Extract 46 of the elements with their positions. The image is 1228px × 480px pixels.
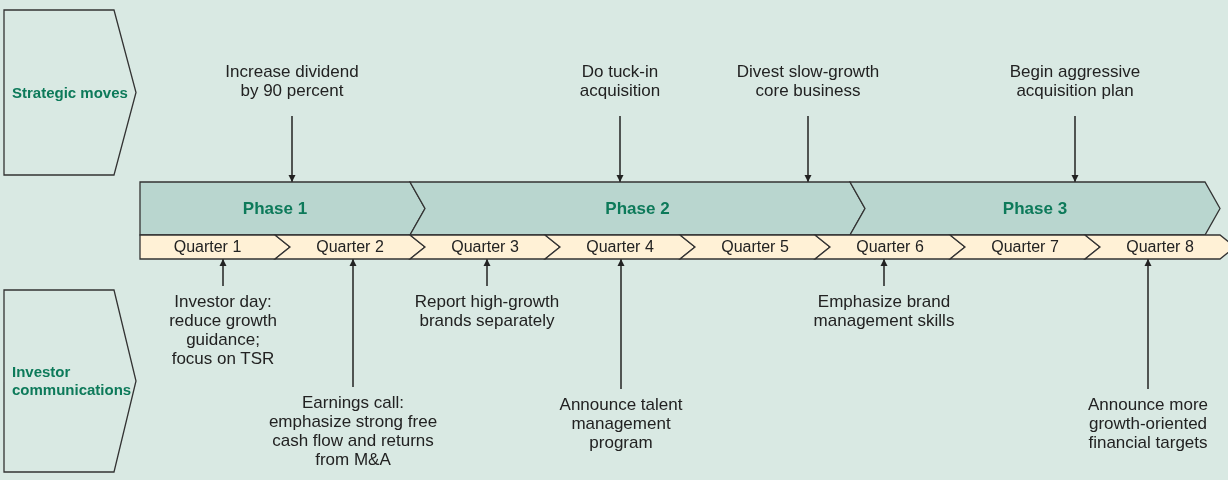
quarter-segment xyxy=(1085,235,1228,259)
quarter-segment xyxy=(140,235,290,259)
quarter-label: Quarter 5 xyxy=(721,238,789,256)
phase-label: Phase 2 xyxy=(605,198,670,219)
quarter-label: Quarter 7 xyxy=(991,238,1059,256)
section-heading: Investor communications xyxy=(12,363,133,399)
section-panel xyxy=(4,290,136,472)
phase-band xyxy=(410,182,865,235)
phase-label: Phase 1 xyxy=(242,198,308,219)
arrow xyxy=(1071,115,1079,183)
arrow xyxy=(616,115,624,183)
section-heading: Strategic moves xyxy=(12,83,128,102)
annotation-text: Do tuck-in acquisition xyxy=(560,62,680,100)
annotation-text: Earnings call: emphasize strong free cash flow and returns from M&A xyxy=(264,393,442,469)
arrow xyxy=(219,258,227,287)
quarter-label: Quarter 6 xyxy=(856,238,924,256)
arrow xyxy=(1144,258,1152,390)
quarter-segment xyxy=(275,235,425,259)
annotation-text: Investor day: reduce growth guidance; focus on TSR xyxy=(165,292,281,368)
annotation-text: Divest slow-growth core business xyxy=(722,62,894,100)
phase-label: Phase 3 xyxy=(1002,198,1068,219)
arrow xyxy=(349,258,357,388)
quarter-segment xyxy=(680,235,830,259)
annotation-text: Announce more growth-oriented financial targets xyxy=(1076,395,1220,452)
phase-band xyxy=(850,182,1220,235)
annotation-text: Report high-growth brands separately xyxy=(392,292,582,330)
quarter-label: Quarter 2 xyxy=(316,238,384,256)
quarter-label: Quarter 1 xyxy=(173,238,242,256)
quarter-segment xyxy=(545,235,695,259)
arrow xyxy=(483,258,491,287)
quarter-label: Quarter 8 xyxy=(1126,238,1194,256)
phase-band xyxy=(140,182,425,235)
quarter-label: Quarter 3 xyxy=(451,238,519,256)
arrow xyxy=(617,258,625,390)
arrow xyxy=(288,115,296,183)
quarter-segment xyxy=(815,235,965,259)
annotation-text: Begin aggressive acquisition plan xyxy=(989,62,1161,100)
annotation-text: Emphasize brand management skills xyxy=(794,292,974,330)
quarter-segment xyxy=(950,235,1100,259)
annotation-text: Increase dividend by 90 percent xyxy=(217,62,367,100)
quarter-segment xyxy=(410,235,560,259)
quarter-label: Quarter 4 xyxy=(586,238,654,256)
section-panel xyxy=(4,10,136,175)
arrow xyxy=(804,115,812,183)
arrow xyxy=(880,258,888,287)
annotation-text: Announce talent management program xyxy=(547,395,695,452)
